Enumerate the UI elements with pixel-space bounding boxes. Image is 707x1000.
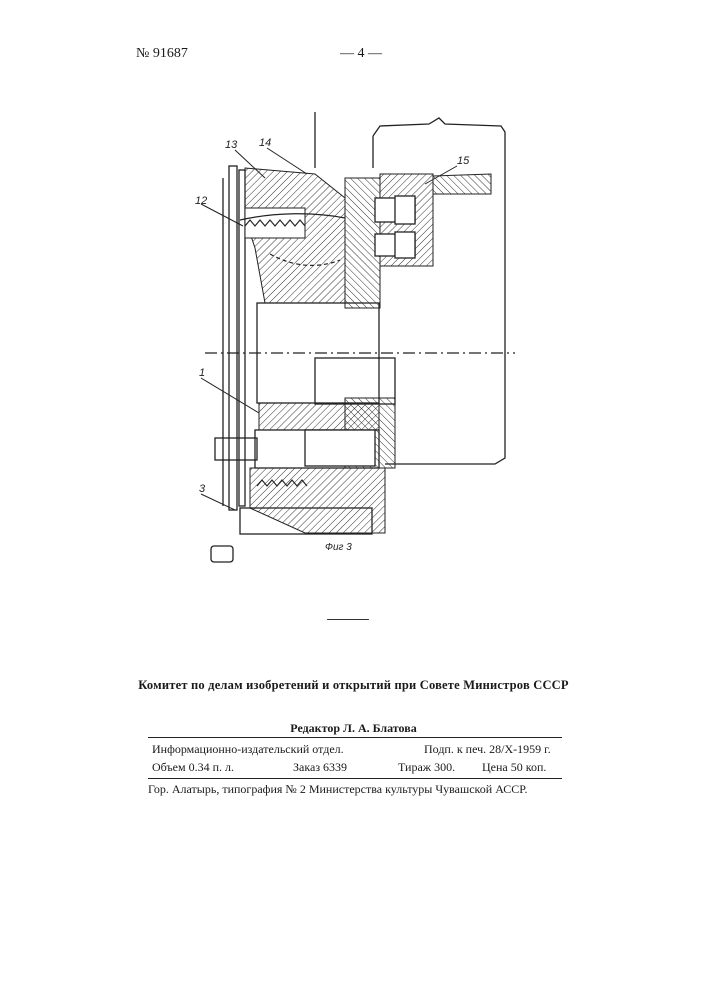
- technical-drawing: 13 14 12 15 1 3 Фиг 3: [195, 108, 525, 570]
- price: Цена 50 коп.: [482, 760, 546, 775]
- table-bottom-rule: [148, 778, 562, 779]
- divider-line: [327, 619, 369, 620]
- signed-date: Подп. к печ. 28/X-1959 г.: [424, 742, 551, 757]
- figure-caption: Фиг 3: [325, 542, 352, 553]
- label-13: 13: [225, 139, 238, 151]
- label-15: 15: [457, 155, 470, 167]
- label-3: 3: [199, 483, 206, 495]
- info-dept: Информационно-издательский отдел.: [152, 742, 344, 757]
- committee-line: Комитет по делам изобретений и открытий …: [0, 678, 707, 693]
- table-top-rule: [148, 737, 562, 738]
- printer-line: Гор. Алатырь, типография № 2 Министерств…: [148, 782, 527, 797]
- print-run: Тираж 300.: [398, 760, 455, 775]
- order-number: Заказ 6339: [293, 760, 347, 775]
- page-number: — 4 —: [340, 46, 382, 62]
- label-14: 14: [259, 137, 271, 149]
- patent-number: № 91687: [136, 46, 188, 62]
- editor-line: Редактор Л. А. Блатова: [0, 721, 707, 736]
- label-1: 1: [199, 367, 205, 379]
- volume: Объем 0.34 п. л.: [152, 760, 234, 775]
- label-12: 12: [195, 195, 207, 207]
